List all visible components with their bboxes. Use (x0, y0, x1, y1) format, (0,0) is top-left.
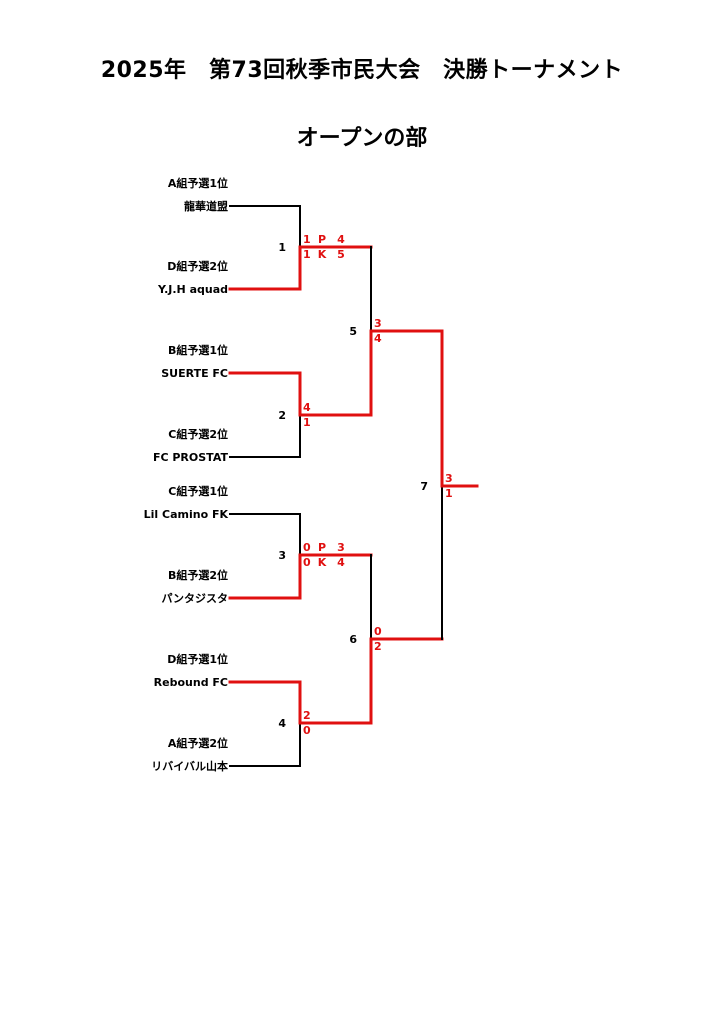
score-bottom: 1 (303, 416, 311, 429)
pk-label: K (318, 248, 327, 261)
team-group-label: D組予選2位 (167, 259, 228, 273)
team-name: SUERTE FC (161, 367, 228, 380)
team-name: Rebound FC (154, 676, 228, 689)
score-bottom: 4 (374, 332, 382, 345)
team-name: FC PROSTAT (153, 451, 229, 464)
team-group-label: C組予選2位 (168, 427, 228, 441)
pk-label: P (318, 233, 326, 246)
pk-label: P (318, 541, 326, 554)
team-name: Lil Camino FK (144, 508, 229, 521)
score-bottom: 0 (303, 556, 311, 569)
score-top: 3 (445, 472, 453, 485)
team-group-label: B組予選2位 (168, 568, 228, 582)
team-group-label: C組予選1位 (168, 484, 228, 498)
match-number: 7 (420, 480, 428, 493)
page-title: 2025年 第73回秋季市民大会 決勝トーナメント (100, 58, 624, 83)
team-group-label: B組予選1位 (168, 343, 228, 357)
team-name: 龍華道盟 (184, 199, 228, 213)
match-number: 1 (278, 241, 286, 254)
team-group-label: D組予選1位 (167, 652, 228, 666)
score-top: 3 (374, 317, 382, 330)
team-group-label: A組予選2位 (168, 736, 228, 750)
score-top: 4 (303, 401, 311, 414)
score-top: 0 (374, 625, 382, 638)
pk-score-top: 4 (337, 233, 345, 246)
pk-score-bottom: 4 (337, 556, 345, 569)
pk-label: K (318, 556, 327, 569)
team-name: リバイバル山本 (151, 759, 228, 773)
pk-score-bottom: 5 (337, 248, 345, 261)
team-group-label: A組予選1位 (168, 176, 228, 190)
match-number: 6 (349, 633, 357, 646)
team-name: パンタジスタ (161, 592, 228, 605)
score-bottom: 1 (303, 248, 311, 261)
score-bottom: 1 (445, 487, 453, 500)
pk-score-top: 3 (337, 541, 345, 554)
match-number: 3 (278, 549, 286, 562)
score-bottom: 0 (303, 724, 311, 737)
division-title: オープンの部 (296, 126, 428, 151)
score-bottom: 2 (374, 640, 382, 653)
score-top: 1 (303, 233, 311, 246)
match-number: 5 (349, 325, 357, 338)
match-number: 2 (278, 409, 286, 422)
match-number: 4 (278, 717, 286, 730)
score-top: 0 (303, 541, 311, 554)
score-top: 2 (303, 709, 311, 722)
team-name: Y.J.H aquad (157, 283, 228, 296)
